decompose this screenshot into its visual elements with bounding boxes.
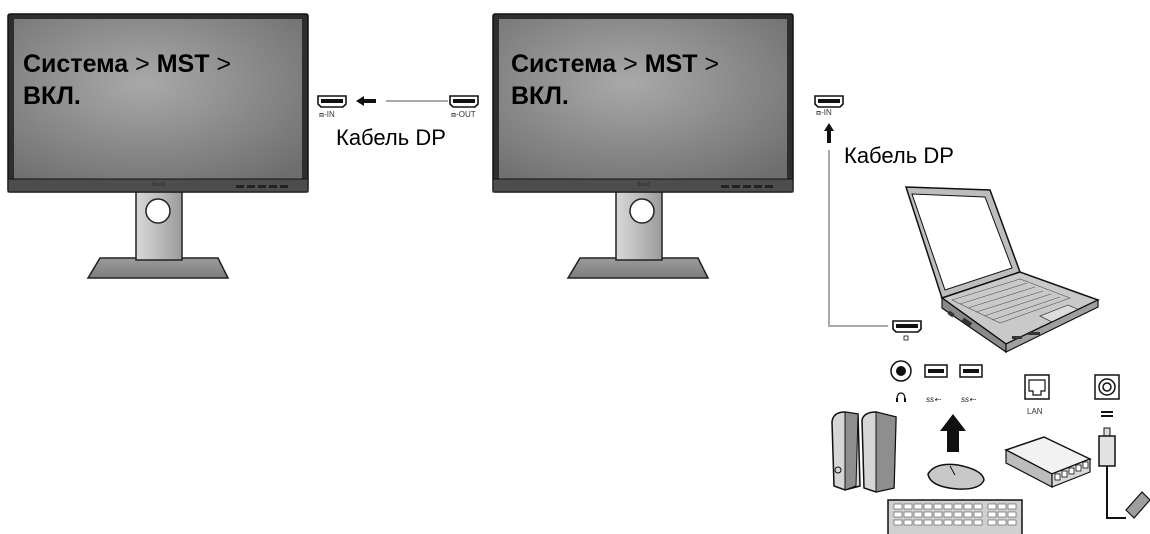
arrow-left-icon — [356, 96, 376, 106]
menu-path-part1: Система — [23, 50, 129, 78]
usb-port-icon: ss⇠ — [959, 364, 983, 404]
router-icon — [1004, 436, 1092, 488]
monitor-1 — [7, 13, 309, 279]
monitor-1-menu-path: Система > MST > ВКЛ. — [23, 48, 231, 112]
headphone-jack-icon — [890, 360, 912, 402]
port-label-monitor1-in: ⧈-IN — [319, 110, 335, 119]
monitor-stand-base — [86, 257, 230, 279]
power-adapter-icon — [1098, 427, 1150, 519]
dp-out-port-icon — [449, 95, 479, 108]
monitor-2 — [492, 13, 794, 279]
mouse-icon — [927, 463, 985, 490]
monitor-2-menu-path: Система > MST > ВКЛ. — [511, 48, 719, 112]
laptop-dp-port-icon — [892, 320, 922, 341]
lan-port-icon — [1024, 374, 1050, 400]
monitor-stand-base — [566, 257, 710, 279]
brand-logo: BenQ — [637, 182, 651, 188]
port-label-lan: LAN — [1027, 407, 1043, 416]
power-port-icon — [1094, 374, 1120, 417]
speakers-icon — [831, 411, 897, 493]
cable-label-between-monitors: Кабель DP — [336, 125, 446, 150]
laptop-icon — [904, 186, 1100, 354]
usb-port-icon: ss⇠ — [924, 364, 948, 404]
dp-cable — [828, 150, 888, 327]
dp-in-port-icon — [317, 95, 347, 108]
svg-text:ss⇠: ss⇠ — [961, 395, 976, 404]
keyboard-icon — [887, 499, 1023, 534]
arrow-up-icon — [824, 123, 834, 143]
menu-path-part1: Система — [511, 50, 617, 78]
port-label-text: IN — [823, 108, 832, 117]
menu-path-part2: MST — [644, 50, 698, 78]
menu-path-value: ВКЛ. — [511, 82, 569, 110]
monitor-screen — [499, 19, 787, 179]
port-label-text: OUT — [458, 110, 476, 119]
menu-path-value: ВКЛ. — [23, 82, 81, 110]
svg-text:ss⇠: ss⇠ — [926, 395, 941, 404]
port-label-text: IN — [326, 110, 335, 119]
arrow-up-icon — [940, 414, 966, 452]
cable-label-to-laptop: Кабель DP — [844, 143, 954, 168]
monitor-screen — [14, 19, 302, 179]
port-label-monitor2-out: ⧈-OUT — [451, 110, 476, 119]
menu-path-part2: MST — [156, 50, 210, 78]
port-label-monitor2-in: ⧈-IN — [816, 108, 832, 117]
brand-logo: BenQ — [152, 182, 166, 188]
menu-path-separator: > — [209, 50, 232, 78]
dp-in-port-icon — [814, 95, 844, 108]
menu-path-separator: > — [128, 50, 157, 78]
menu-path-separator: > — [616, 50, 645, 78]
menu-path-separator: > — [697, 50, 720, 78]
